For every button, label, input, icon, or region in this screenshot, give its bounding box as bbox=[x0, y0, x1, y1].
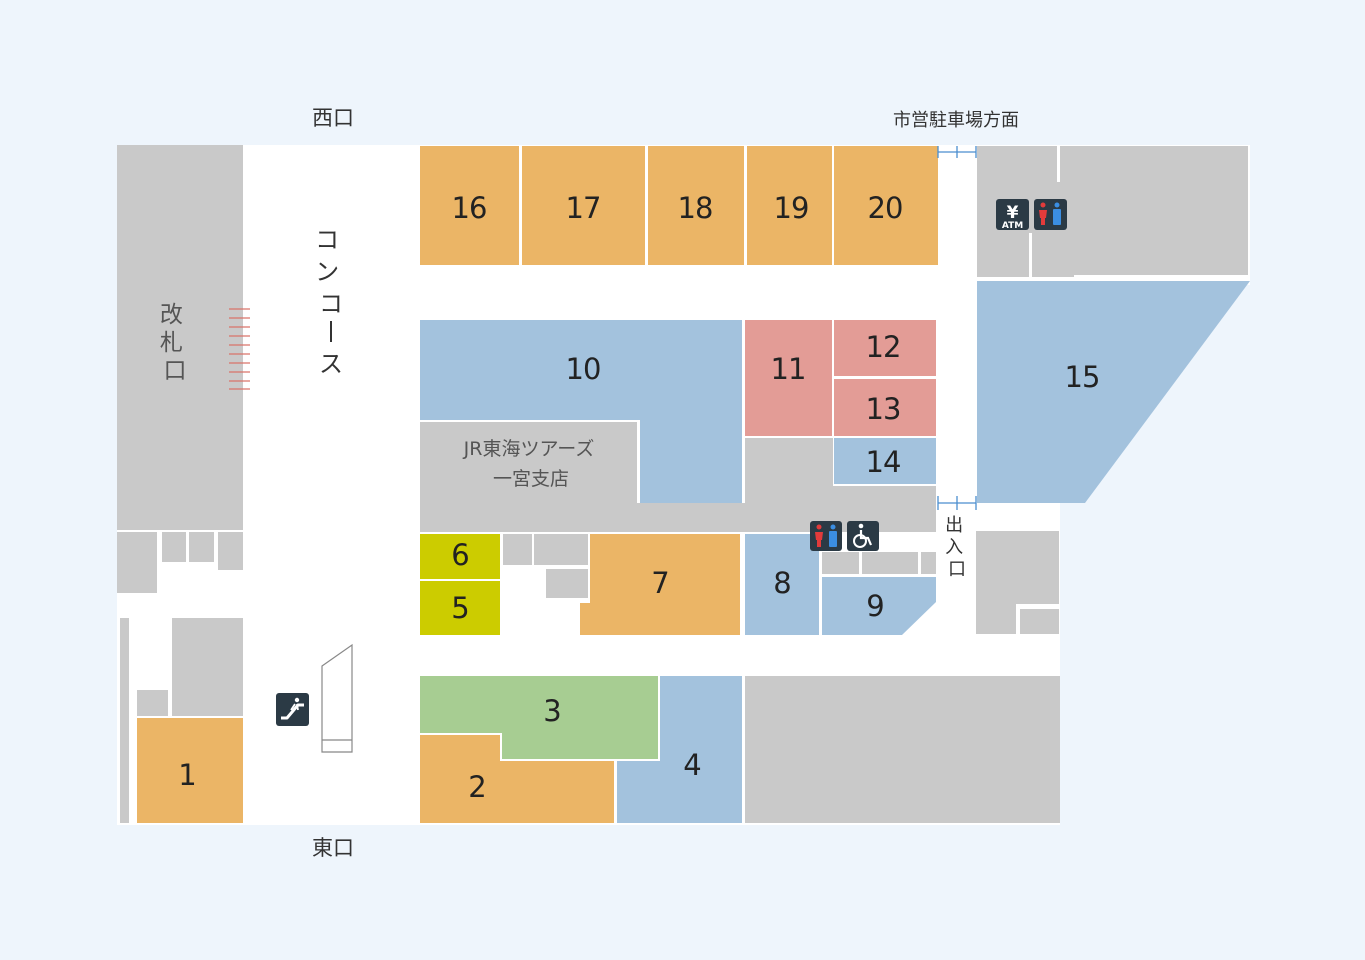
floor-area-corridor bbox=[940, 145, 976, 675]
jr-tours-office: JR東海ツアーズ 一宮支店 bbox=[420, 422, 637, 503]
svg-text:18: 18 bbox=[678, 191, 713, 225]
shop-4[interactable]: 4 bbox=[617, 676, 742, 823]
building-block bbox=[1060, 146, 1248, 275]
door-marker-top bbox=[937, 146, 977, 158]
ticket-gate-label: 改 札 口 bbox=[160, 302, 190, 384]
svg-text:20: 20 bbox=[868, 191, 903, 225]
shop-8[interactable]: 8 bbox=[745, 534, 819, 635]
svg-text:5: 5 bbox=[451, 591, 468, 625]
building-block bbox=[120, 618, 129, 823]
svg-text:7: 7 bbox=[651, 566, 668, 600]
svg-text:一宮支店: 一宮支店 bbox=[493, 468, 569, 490]
svg-text:17: 17 bbox=[566, 191, 601, 225]
shop-9[interactable]: 9 bbox=[822, 577, 936, 635]
svg-text:10: 10 bbox=[566, 352, 601, 386]
shop-6[interactable]: 6 bbox=[420, 534, 500, 579]
building-block bbox=[822, 552, 859, 574]
building-block bbox=[1020, 609, 1059, 634]
floor-area bbox=[1016, 604, 1020, 635]
svg-text:3: 3 bbox=[543, 694, 560, 728]
door-marker-entrance bbox=[937, 496, 977, 510]
restroom-icon[interactable] bbox=[1034, 199, 1067, 230]
svg-text:8: 8 bbox=[773, 566, 790, 600]
shop-3[interactable]: 3 bbox=[420, 676, 658, 759]
shop-2[interactable]: 2 bbox=[420, 735, 614, 823]
ticket-gate-stripes bbox=[229, 308, 250, 390]
shop-12[interactable]: 12 bbox=[834, 320, 936, 376]
svg-text:11: 11 bbox=[771, 352, 806, 386]
concourse-label: コ ン コ bbox=[315, 226, 347, 318]
building-block bbox=[862, 552, 918, 574]
shop-5[interactable]: 5 bbox=[420, 581, 500, 635]
shop-18[interactable]: 18 bbox=[648, 146, 744, 265]
building-block bbox=[833, 486, 936, 504]
svg-text:19: 19 bbox=[774, 191, 809, 225]
building-block bbox=[745, 438, 833, 504]
building-block bbox=[117, 532, 157, 593]
svg-text:15: 15 bbox=[1065, 360, 1100, 394]
building-block bbox=[977, 233, 1029, 277]
svg-text:9: 9 bbox=[866, 589, 883, 623]
atm-icon[interactable]: ¥ ATM bbox=[996, 199, 1029, 231]
building-block bbox=[1032, 233, 1074, 277]
svg-text:1: 1 bbox=[178, 758, 195, 792]
svg-text:14: 14 bbox=[866, 445, 901, 479]
building-block bbox=[172, 618, 243, 716]
east-exit-label: 東口 bbox=[312, 836, 354, 860]
entrance-label: 出 入 口 bbox=[945, 515, 969, 580]
shop-17[interactable]: 17 bbox=[522, 146, 645, 265]
svg-text:13: 13 bbox=[866, 392, 901, 426]
shop-19[interactable]: 19 bbox=[747, 146, 832, 265]
building-block bbox=[162, 532, 186, 562]
svg-text:¥: ¥ bbox=[1007, 203, 1019, 223]
building-block bbox=[546, 569, 588, 598]
shop-10[interactable]: 10 bbox=[420, 320, 742, 503]
west-exit-label: 西口 bbox=[312, 106, 354, 130]
building-block bbox=[977, 146, 1057, 182]
building-block bbox=[534, 534, 588, 565]
shop-1[interactable]: 1 bbox=[137, 718, 243, 823]
shop-20[interactable]: 20 bbox=[834, 146, 938, 265]
shop-7[interactable]: 7 bbox=[580, 534, 740, 635]
building-block bbox=[921, 552, 936, 574]
shop-16[interactable]: 16 bbox=[420, 146, 519, 265]
svg-text:4: 4 bbox=[683, 748, 700, 782]
svg-text:16: 16 bbox=[452, 191, 487, 225]
svg-text:6: 6 bbox=[451, 538, 468, 572]
building-block bbox=[137, 690, 168, 716]
building-block bbox=[503, 534, 532, 565]
wheelchair-icon[interactable] bbox=[847, 521, 879, 551]
floor-area bbox=[1016, 604, 1060, 609]
svg-text:JR東海ツアーズ: JR東海ツアーズ bbox=[463, 438, 595, 460]
shop-15[interactable]: 15 bbox=[977, 281, 1250, 503]
shop-13[interactable]: 13 bbox=[834, 379, 936, 436]
svg-text:12: 12 bbox=[866, 330, 901, 364]
building-block bbox=[189, 532, 214, 562]
ticket-gate-area bbox=[117, 145, 243, 530]
concourse-label-end: ス bbox=[319, 350, 343, 378]
svg-text:2: 2 bbox=[468, 770, 485, 804]
svg-text:ATM: ATM bbox=[1002, 221, 1023, 231]
restroom-icon[interactable] bbox=[810, 521, 842, 551]
building-block bbox=[218, 532, 243, 570]
shop-11[interactable]: 11 bbox=[745, 320, 832, 436]
parking-direction-label: 市営駐車場方面 bbox=[893, 110, 1019, 131]
escalator-structure bbox=[321, 643, 353, 753]
shop-14[interactable]: 14 bbox=[834, 438, 936, 484]
building-block bbox=[745, 676, 1060, 823]
escalator-icon[interactable] bbox=[276, 693, 309, 726]
